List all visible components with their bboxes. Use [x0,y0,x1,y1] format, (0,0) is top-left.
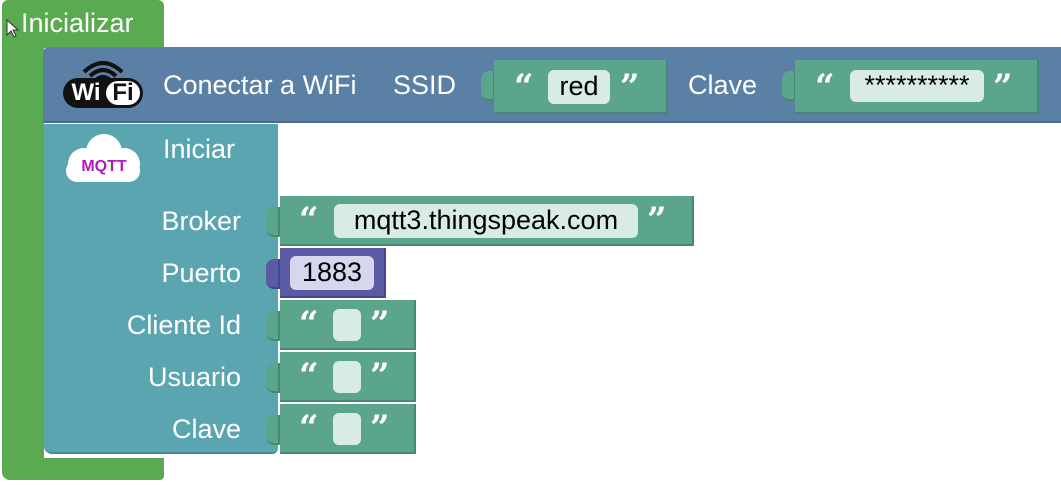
wifi-logo-text-fi: Fi [112,79,134,106]
user-string-notch [266,363,280,393]
mqtt-cloud-text: MQTT [81,158,127,175]
ssid-string-notch [481,71,495,101]
wifi-logo-icon: Wi Fi [62,58,144,110]
broker-close-quote-icon: ” [647,200,667,240]
wifi-key-field[interactable]: ********** [850,70,984,102]
user-close-quote-icon: ” [370,356,390,396]
init-block-spine[interactable] [2,40,44,480]
port-number-notch [266,259,280,289]
broker-label: Broker [161,206,241,236]
ssid-label: SSID [393,70,457,100]
ssid-close-quote-icon: ” [620,67,640,107]
mqtt-cloud-icon: MQTT [62,132,144,184]
broker-string-notch [266,207,280,237]
client-id-close-quote-icon: ” [370,304,390,344]
wifi-connect-label: Conectar a WiFi [163,70,357,100]
key-open-quote-icon: “ [815,67,835,107]
password-label: Clave [171,414,241,444]
port-field[interactable]: 1883 [290,256,374,290]
mouse-cursor-icon [6,19,20,38]
broker-field[interactable]: mqtt3.thingspeak.com [334,204,638,238]
password-field[interactable] [333,413,361,445]
client-id-field[interactable] [333,309,361,341]
key-close-quote-icon: ” [993,67,1013,107]
init-block-footer[interactable] [2,458,164,480]
password-open-quote-icon: “ [299,408,319,448]
client-id-open-quote-icon: “ [299,304,319,344]
user-field[interactable] [333,361,361,393]
user-label: Usuario [147,362,241,392]
client-id-label: Cliente Id [126,310,241,340]
password-string-notch [266,415,280,445]
user-open-quote-icon: “ [299,356,319,396]
wifi-key-label: Clave [688,70,758,100]
port-label: Puerto [161,258,241,288]
wifi-logo-text-wi: Wi [71,79,101,106]
ssid-field[interactable]: red [548,70,610,104]
init-block-label: Inicializar [21,8,134,38]
broker-open-quote-icon: “ [299,200,319,240]
mqtt-start-label: Iniciar [163,134,236,164]
key-string-notch [782,71,796,101]
mqtt-init-block[interactable] [44,124,278,454]
client-id-string-notch [266,311,280,341]
password-close-quote-icon: ” [370,408,390,448]
ssid-open-quote-icon: “ [514,67,534,107]
